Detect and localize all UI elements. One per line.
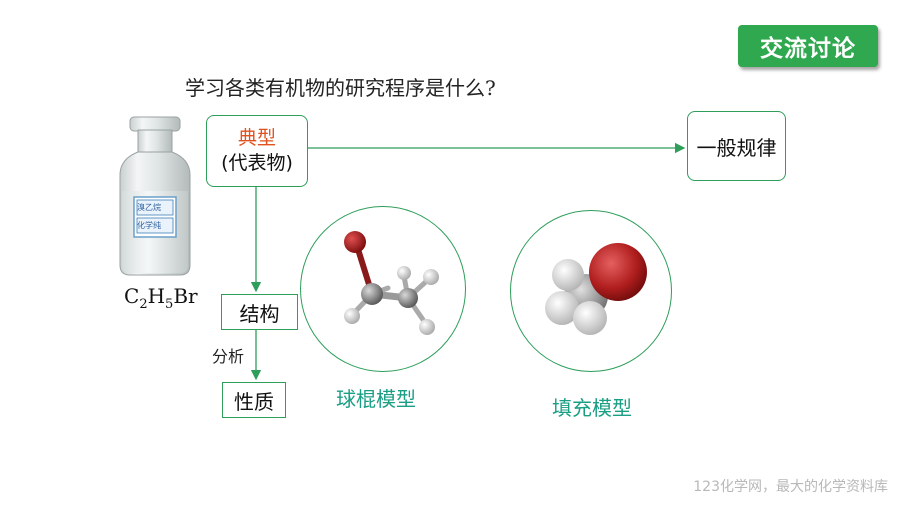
- ball-stick-caption: 球棍模型: [336, 387, 416, 411]
- reagent-bottle-image: [119, 116, 191, 276]
- hydrogen-atom: [552, 259, 584, 291]
- hydrogen-atom: [397, 266, 411, 280]
- typical-label: 典型: [237, 127, 276, 149]
- analyze-label: 分析: [212, 347, 245, 366]
- representative-label: (代表物): [221, 152, 293, 174]
- ball-stick-model: [344, 231, 439, 335]
- bromine-atom: [589, 243, 647, 301]
- bottle-label-bottom: 化学纯: [137, 221, 161, 230]
- hydrogen-atom: [419, 319, 435, 335]
- discussion-badge: 交流讨论: [738, 25, 878, 67]
- chemical-formula: C2H5Br: [124, 284, 198, 312]
- hydrogen-atom: [423, 269, 439, 285]
- hydrogen-atom: [573, 301, 607, 335]
- question-title: 学习各类有机物的研究程序是什么?: [185, 76, 496, 100]
- carbon-atom: [361, 283, 383, 305]
- space-fill-caption: 填充模型: [552, 396, 632, 420]
- bottle-label-top: 溴乙烷: [137, 203, 161, 212]
- carbon-atom: [398, 288, 418, 308]
- footer-watermark: 123化学网，最大的化学资料库: [693, 479, 888, 495]
- general-rule-box: 一般规律: [687, 111, 786, 181]
- property-box: 性质: [222, 382, 286, 418]
- space-fill-model: [545, 243, 647, 335]
- typical-representative-box: 典型 (代表物): [206, 115, 308, 187]
- hydrogen-atom: [545, 291, 579, 325]
- structure-box: 结构: [221, 294, 298, 330]
- hydrogen-atom: [344, 308, 360, 324]
- bromine-atom: [344, 231, 366, 253]
